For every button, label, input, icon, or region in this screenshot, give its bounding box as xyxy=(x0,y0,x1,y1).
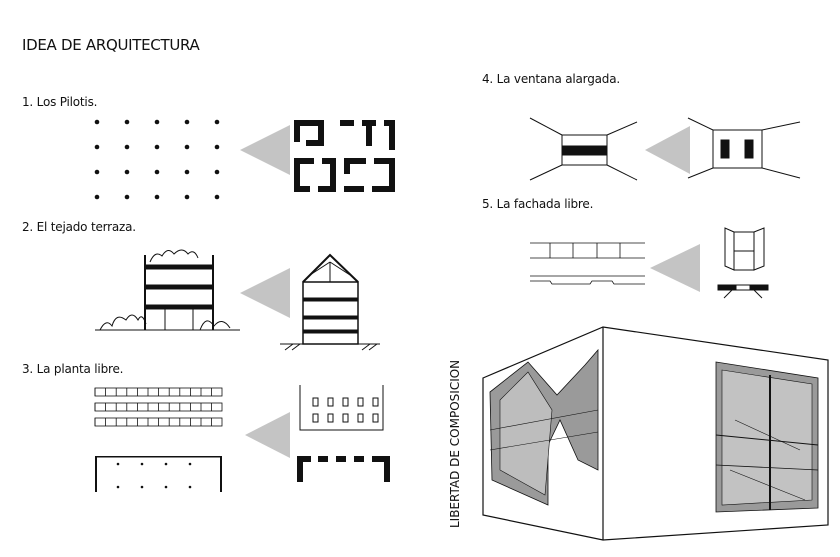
window xyxy=(357,397,364,407)
piloti-dot xyxy=(154,194,160,200)
piloti-dot xyxy=(214,194,220,200)
piloti-dot xyxy=(94,144,100,150)
free-facade-plan xyxy=(530,242,645,285)
traditional-plan xyxy=(294,120,395,192)
traditional-elevation xyxy=(299,385,384,431)
column-dot xyxy=(116,462,120,466)
piloti-dot xyxy=(214,169,220,175)
piloti-dot xyxy=(94,119,100,125)
column-dot xyxy=(188,485,192,489)
window xyxy=(342,413,349,423)
piloti-dot xyxy=(214,144,220,150)
window xyxy=(357,413,364,423)
arrow-icon xyxy=(240,268,290,318)
arrow-icon xyxy=(645,126,690,174)
piloti-dot xyxy=(184,119,190,125)
column-dot xyxy=(140,485,144,489)
window xyxy=(342,397,349,407)
window xyxy=(312,397,319,407)
terrace-building xyxy=(95,249,240,331)
piloti-dot xyxy=(184,144,190,150)
window xyxy=(327,413,334,423)
arrow-icon xyxy=(650,244,700,292)
column-dot xyxy=(116,485,120,489)
column-dot xyxy=(188,462,192,466)
piloti-dot xyxy=(94,169,100,175)
vertical-window-room xyxy=(687,117,801,179)
window xyxy=(372,413,379,423)
pilotis-dot-grid xyxy=(94,119,220,200)
long-window-room xyxy=(529,117,638,181)
point-4-label: 4. La ventana alargada. xyxy=(482,72,620,86)
piloti-dot xyxy=(154,144,160,150)
traditional-section-plan xyxy=(297,456,390,482)
piloti-dot xyxy=(124,144,130,150)
arrow-icon xyxy=(240,125,290,175)
traditional-window xyxy=(717,227,769,299)
piloti-dot xyxy=(184,194,190,200)
free-plan-section xyxy=(95,456,222,492)
free-composition-perspective xyxy=(482,326,829,541)
piloti-dot xyxy=(154,169,160,175)
pitched-roof-building xyxy=(280,253,380,351)
point-5-label: 5. La fachada libre. xyxy=(482,197,594,211)
window xyxy=(327,397,334,407)
window xyxy=(372,397,379,407)
point-1-label: 1. Los Pilotis. xyxy=(22,95,98,109)
page-title: IDEA DE ARQUITECTURA xyxy=(22,36,200,54)
point-2-label: 2. El tejado terraza. xyxy=(22,220,136,234)
arrow-icon xyxy=(245,412,290,458)
column-dot xyxy=(164,485,168,489)
piloti-dot xyxy=(124,194,130,200)
piloti-dot xyxy=(124,169,130,175)
piloti-dot xyxy=(154,119,160,125)
piloti-dot xyxy=(184,169,190,175)
column-dot xyxy=(140,462,144,466)
point-3-label: 3. La planta libre. xyxy=(22,362,124,376)
piloti-dot xyxy=(214,119,220,125)
piloti-dot xyxy=(124,119,130,125)
free-plan-grids xyxy=(94,387,223,427)
piloti-dot xyxy=(94,194,100,200)
window xyxy=(312,413,319,423)
column-dot xyxy=(164,462,168,466)
